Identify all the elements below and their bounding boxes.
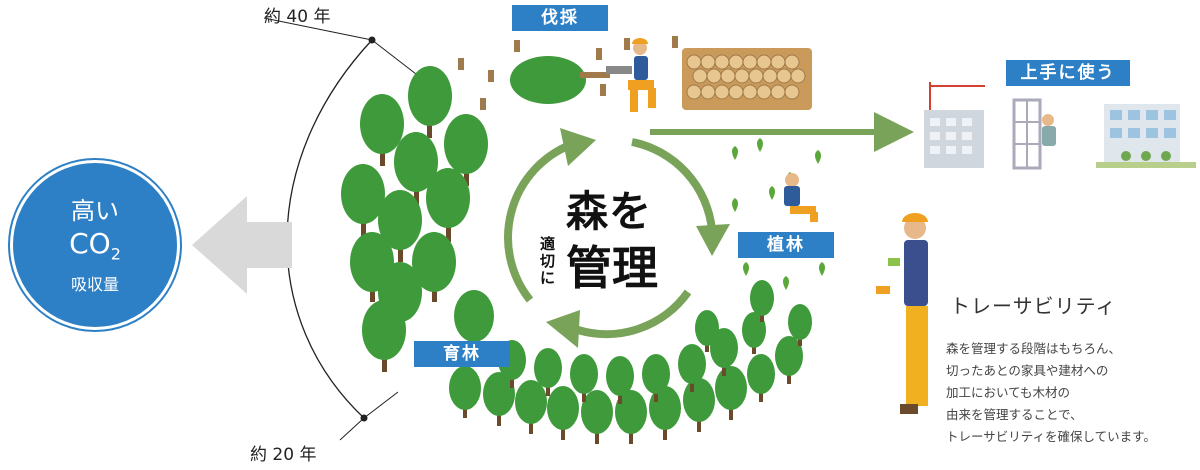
tree [449, 366, 481, 418]
year-top-label: 約 40 年 [264, 7, 331, 27]
plant-label: 植林 [738, 232, 834, 258]
use-arrow-head [874, 112, 914, 152]
year-bottom-leader [339, 417, 365, 441]
lumberjack-figure [606, 38, 656, 112]
traceability-body: 森を管理する段階はもちろん、 切ったあとの家具や建材への 加工においても木材の … [946, 338, 1196, 448]
cycle-arrow-head-3 [546, 310, 580, 348]
tree [715, 366, 747, 420]
tree [341, 164, 385, 236]
planter-figure [784, 173, 818, 222]
tree [378, 190, 422, 262]
felled-trunk [580, 72, 610, 78]
tree [581, 390, 613, 444]
tree [362, 300, 406, 372]
traceability-title: トレーサビリティ [950, 294, 1117, 318]
tree [426, 168, 470, 242]
tree [775, 336, 803, 384]
cycle-arrow-1 [504, 141, 572, 303]
buildings-illustration [924, 82, 1196, 170]
tree [408, 66, 452, 138]
co2-absorption-badge: 高い CO2 吸収量 [10, 160, 180, 330]
traceability-line: 森を管理する段階はもちろん、 [946, 341, 1122, 356]
mature-forest [341, 66, 494, 372]
harvest-label: 伐採 [512, 5, 608, 31]
tree [747, 354, 775, 402]
tree [483, 372, 515, 426]
year-top-leader-2 [371, 39, 417, 75]
tree [444, 114, 488, 186]
young-forest [449, 280, 812, 444]
traceability-worker-figure [876, 213, 928, 414]
traceability-line: トレーサビリティを確保しています。 [946, 429, 1156, 444]
year-bottom-label: 約 20 年 [250, 445, 317, 465]
center-title-bottom: 管理 [566, 241, 658, 295]
use-label: 上手に使う [1006, 60, 1130, 86]
tree [649, 386, 681, 440]
nurture-label: 育林 [414, 341, 510, 367]
tree [534, 348, 562, 396]
tree [695, 310, 719, 352]
co2-formula-main: CO [69, 227, 111, 260]
cycle-arrow-head-1 [560, 128, 596, 166]
tree [615, 390, 647, 444]
tree [788, 304, 812, 346]
tree [678, 344, 706, 392]
growth-bracket-arc [286, 39, 373, 419]
tree [710, 328, 738, 376]
cycle-arrow-3 [576, 289, 692, 339]
tree [547, 386, 579, 440]
tree [360, 94, 404, 166]
center-title-main: 森を [566, 187, 653, 236]
co2-direction-arrow [192, 196, 292, 294]
tree [570, 354, 598, 402]
tree [606, 356, 634, 404]
co2-formula-sub: 2 [110, 244, 121, 264]
center-title-small: 適切に [540, 235, 556, 287]
year-top-leader [263, 17, 373, 41]
co2-line1: 高い [71, 197, 119, 225]
cycle-arrow-head-2 [696, 224, 730, 256]
traceability-line: 切ったあとの家具や建材への [946, 363, 1109, 378]
tree [394, 132, 438, 206]
tree [683, 378, 715, 432]
tree [412, 232, 456, 302]
tree [750, 280, 774, 322]
felled-tree [510, 56, 586, 104]
cycle-arrow-2 [631, 138, 716, 231]
traceability-line: 加工においても木材の [946, 385, 1071, 400]
tree [515, 380, 547, 434]
tree [642, 354, 670, 402]
co2-line3: 吸収量 [70, 275, 119, 294]
traceability-line: 由来を管理することで、 [946, 407, 1083, 422]
year-bottom-leader-2 [363, 391, 399, 419]
tree-stumps [458, 36, 678, 110]
co2-formula: CO2 [13, 227, 177, 264]
log-pile [682, 48, 812, 110]
